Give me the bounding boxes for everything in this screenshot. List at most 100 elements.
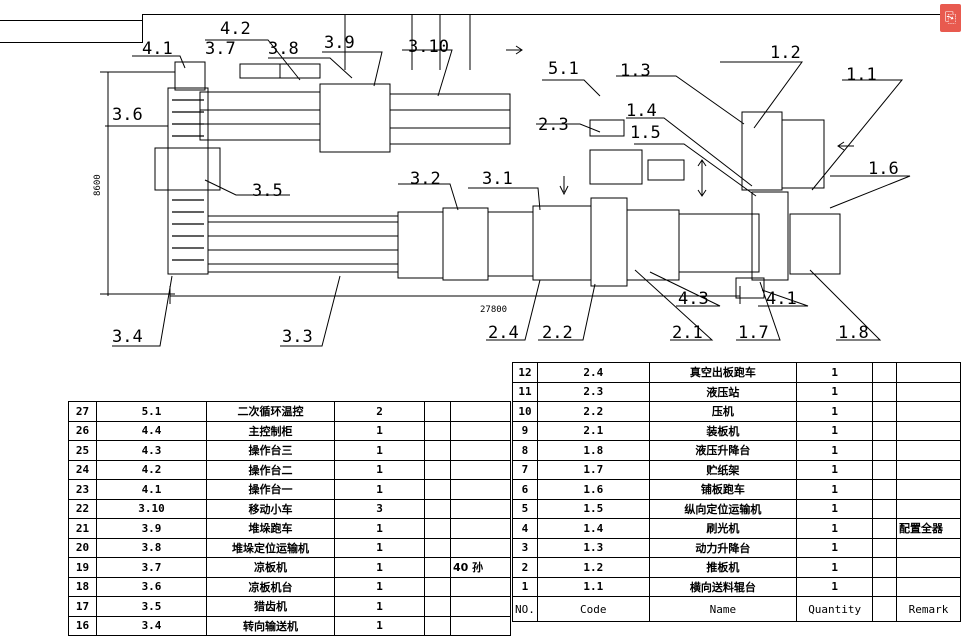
cell-blank (872, 420, 898, 441)
cell-qty: 1 (334, 596, 425, 617)
cell-remark (896, 479, 961, 500)
cell-remark (896, 381, 961, 402)
callout-3-2: 3.2 (410, 169, 441, 189)
cell-code: 5.1 (96, 401, 207, 422)
cell-name: 堆垛跑车 (206, 518, 335, 539)
cell-remark (450, 401, 511, 422)
cell-remark (896, 362, 961, 383)
header-name: Name (648, 596, 798, 622)
callout-3-1: 3.1 (482, 169, 513, 189)
callout-4-1-value: 4.1 (766, 289, 797, 309)
cell-code: 1.2 (536, 557, 650, 578)
cell-no: 5 (512, 498, 538, 519)
cell-name: 贮纸架 (648, 459, 798, 480)
cell-no: 8 (512, 440, 538, 461)
cell-blank (424, 518, 451, 539)
cell-qty: 1 (334, 479, 425, 500)
cell-code: 1.8 (536, 440, 650, 461)
cell-blank (872, 557, 898, 578)
title-block-strip (810, 628, 961, 640)
cell-name: 刷光机 (648, 518, 798, 539)
cell-name: 操作台三 (206, 440, 335, 461)
cell-qty: 1 (796, 420, 874, 441)
cell-remark: 40 孙 (450, 557, 511, 578)
cell-name: 凉板机台 (206, 576, 335, 597)
cell-no: 16 (68, 615, 97, 636)
callout-1-5: 1.5 (630, 123, 661, 143)
callout-4-4: 4.2 (220, 19, 251, 39)
cell-blank (872, 440, 898, 461)
cell-no: 10 (512, 401, 538, 422)
cell-blank (424, 576, 451, 597)
callout-1-3: 1.3 (620, 61, 651, 81)
cell-qty: 1 (796, 537, 874, 558)
callout-1-6: 1.6 (868, 159, 899, 179)
cell-blank (424, 615, 451, 636)
callout-1-1: 1.1 (846, 65, 877, 85)
sheet-border-top (142, 14, 942, 15)
cell-name: 移动小车 (206, 498, 335, 519)
callout-3-4: 3.4 (112, 327, 143, 347)
dimension-height: 8600 (93, 174, 103, 196)
cell-no: 21 (68, 518, 97, 539)
cell-name: 压机 (648, 401, 798, 422)
layout-drawing: 3.6 4.1 3.7 4.2 3.8 3.9 3.10 3.5 3.2 3.1… (93, 14, 911, 347)
cell-code: 1.5 (536, 498, 650, 519)
cell-no: 25 (68, 440, 97, 461)
cell-no: 23 (68, 479, 97, 500)
cell-code: 4.2 (96, 459, 207, 480)
cell-code: 2.2 (536, 401, 650, 422)
cell-blank (872, 576, 898, 597)
cell-remark (450, 498, 511, 519)
cell-qty: 1 (334, 615, 425, 636)
cell-blank (424, 537, 451, 558)
cell-code: 1.1 (536, 576, 650, 597)
cell-remark: 配置全器 (896, 518, 961, 539)
cell-remark (896, 537, 961, 558)
cell-no: 11 (512, 381, 538, 402)
callout-3-8: 3.8 (268, 39, 299, 59)
cell-qty: 1 (796, 498, 874, 519)
app-corner-icon[interactable]: ⎘ (940, 4, 961, 32)
header-blank (872, 596, 898, 622)
cell-blank (424, 401, 451, 422)
cell-name: 真空出板跑车 (648, 362, 798, 383)
cell-name: 转向输送机 (206, 615, 335, 636)
callout-1-8: 1.8 (838, 323, 869, 343)
callout-3-3: 3.3 (282, 327, 313, 347)
cell-remark (896, 557, 961, 578)
cell-no: 27 (68, 401, 97, 422)
cell-code: 3.9 (96, 518, 207, 539)
cell-code: 3.10 (96, 498, 207, 519)
cell-code: 1.6 (536, 479, 650, 500)
cell-no: 20 (68, 537, 97, 558)
cell-blank (872, 498, 898, 519)
cell-qty: 1 (334, 440, 425, 461)
cell-blank (872, 459, 898, 480)
cell-name: 横向送料辊台 (648, 576, 798, 597)
cell-name: 操作台一 (206, 479, 335, 500)
cell-blank (424, 440, 451, 461)
cell-name: 主控制柜 (206, 420, 335, 441)
cell-remark (896, 576, 961, 597)
cell-code: 3.6 (96, 576, 207, 597)
callout-2-3: 2.3 (538, 115, 569, 135)
cell-no: 7 (512, 459, 538, 480)
